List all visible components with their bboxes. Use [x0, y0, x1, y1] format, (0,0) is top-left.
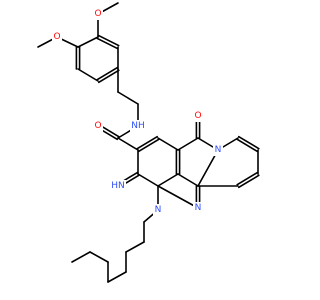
atom-label-methoxy_o_left: O — [53, 32, 60, 42]
label-bg-ring_n_bridge — [213, 144, 223, 156]
label-bg-ketone_o — [193, 110, 203, 122]
label-bg-methoxy_o_top — [93, 8, 103, 20]
bond-p1-p2-a — [236, 138, 258, 153]
label-bg-ring_n_fused — [193, 202, 203, 214]
atom-label-ring_n_fused: N — [195, 203, 202, 213]
bond-ch1-ch2 — [117, 91, 139, 105]
bond-c1-c2-a — [138, 138, 160, 153]
bond-cBridge-c4 — [177, 173, 199, 187]
bond-k6-k7 — [89, 251, 109, 263]
bond-c3-cTop — [177, 137, 199, 151]
bonds-layer — [37, 2, 260, 283]
bond-k7-k8 — [71, 251, 91, 263]
bond-c4-c5 — [157, 173, 179, 187]
molecule-structure: O O NH O HN N N N O — [37, 2, 260, 283]
atom-label-ring_n_alkyl: N — [155, 205, 162, 215]
structure-canvas: O O NH O HN N N N O — [37, 2, 260, 283]
atom-label-amide_o: O — [94, 121, 101, 131]
label-bg-imine_nh — [110, 180, 126, 192]
bond-cAmide-c1 — [117, 137, 139, 151]
bond-p1-p2-b — [238, 135, 260, 150]
atom-label-ring_n_bridge: N — [215, 145, 222, 155]
bond-p3-p4-a — [236, 171, 258, 186]
bond-c5-c6 — [137, 173, 159, 187]
atom-labels-layer: O O NH O HN N N N O — [52, 8, 223, 216]
bond-r1-r2 — [77, 36, 99, 48]
bond-k4-k5 — [107, 271, 127, 283]
bond-r6-r1-b — [96, 37, 119, 50]
label-bg-ring_n_alkyl — [153, 204, 163, 216]
label-bg-amide_o — [93, 120, 103, 132]
atom-label-methoxy_o_top: O — [94, 9, 101, 19]
bond-p3-p4-b — [238, 174, 260, 189]
bond-c2-c3 — [157, 137, 179, 151]
atom-label-imine_nh: HN — [111, 181, 125, 191]
bond-r4-r5-a — [98, 69, 120, 84]
label-bg-amide_nh — [130, 120, 146, 132]
atom-label-amide_nh: NH — [131, 121, 145, 131]
bond-c1-c2-b — [136, 135, 158, 150]
bond-r3-r4 — [77, 68, 99, 82]
bond-r6-r1-a — [97, 34, 120, 47]
bond-r4-r5-b — [96, 66, 118, 81]
atom-label-ketone_o: O — [194, 111, 201, 121]
bond-nFused-c5 — [157, 185, 199, 209]
label-bg-methoxy_o_left — [52, 31, 62, 43]
bond-k2-k3 — [125, 241, 145, 253]
